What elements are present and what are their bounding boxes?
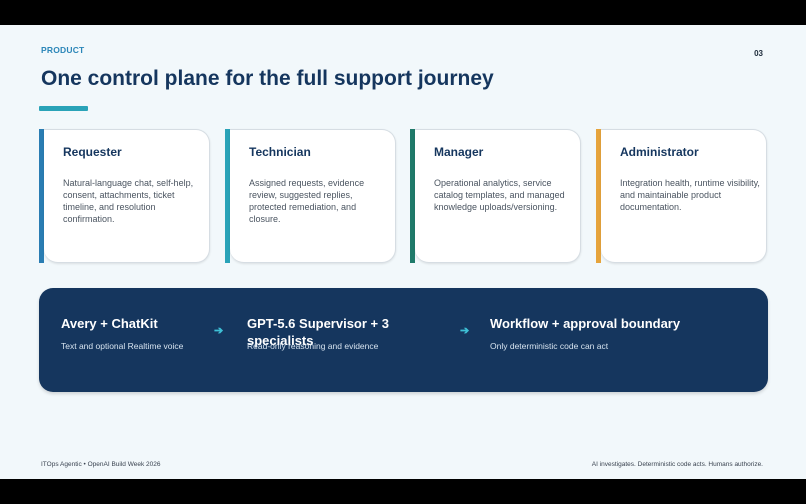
flow-step-title: Workflow + approval boundary <box>490 316 681 331</box>
arrow-right-icon: ➔ <box>214 325 224 337</box>
card-accent-bar <box>225 129 230 263</box>
slide: PRODUCT 03 One control plane for the ful… <box>0 25 806 479</box>
card-title: Requester <box>63 145 122 159</box>
card-administrator: Administrator Integration health, runtim… <box>596 129 768 263</box>
flow-panel: Avery + ChatKit Text and optional Realti… <box>39 288 768 392</box>
flow-step-description: Text and optional Realtime voice <box>61 341 184 351</box>
persona-cards: Requester Natural-language chat, self-he… <box>39 129 769 263</box>
card-description: Natural-language chat, self-help, consen… <box>63 178 194 224</box>
card-technician: Technician Assigned requests, evidence r… <box>225 129 397 263</box>
flow-step-title: Avery + ChatKit <box>61 316 158 331</box>
footer-tagline: AI investigates. Deterministic code acts… <box>591 461 763 468</box>
card-title: Administrator <box>620 145 699 159</box>
card-accent-bar <box>410 129 415 263</box>
arrow-right-icon: ➔ <box>460 325 470 337</box>
card-accent-bar <box>39 129 44 263</box>
card-manager: Manager Operational analytics, service c… <box>410 129 582 263</box>
card-requester: Requester Natural-language chat, self-he… <box>39 129 211 263</box>
card-description: Integration health, runtime visibility, … <box>620 178 760 212</box>
card-body: Technician Assigned requests, evidence r… <box>230 129 396 263</box>
page-number: 03 <box>754 49 763 58</box>
section-eyebrow: PRODUCT <box>41 45 85 55</box>
card-body: Requester Natural-language chat, self-he… <box>44 129 210 263</box>
footer-left: ITOps Agentic • OpenAI Build Week 2026 <box>41 461 161 468</box>
flow-step-title: GPT-5.6 Supervisor + 3 specialists <box>247 316 389 348</box>
flow-step-description: Only deterministic code can act <box>490 341 609 351</box>
title-underline <box>39 106 88 111</box>
flow-step-description: Read-only reasoning and evidence <box>247 341 379 351</box>
card-body: Administrator Integration health, runtim… <box>601 129 767 263</box>
card-accent-bar <box>596 129 601 263</box>
card-title: Technician <box>249 145 311 159</box>
card-description: Assigned requests, evidence review, sugg… <box>249 178 365 224</box>
card-title: Manager <box>434 145 484 159</box>
card-body: Manager Operational analytics, service c… <box>415 129 581 263</box>
page-title: One control plane for the full support j… <box>41 67 494 90</box>
card-description: Operational analytics, service catalog t… <box>434 178 565 212</box>
